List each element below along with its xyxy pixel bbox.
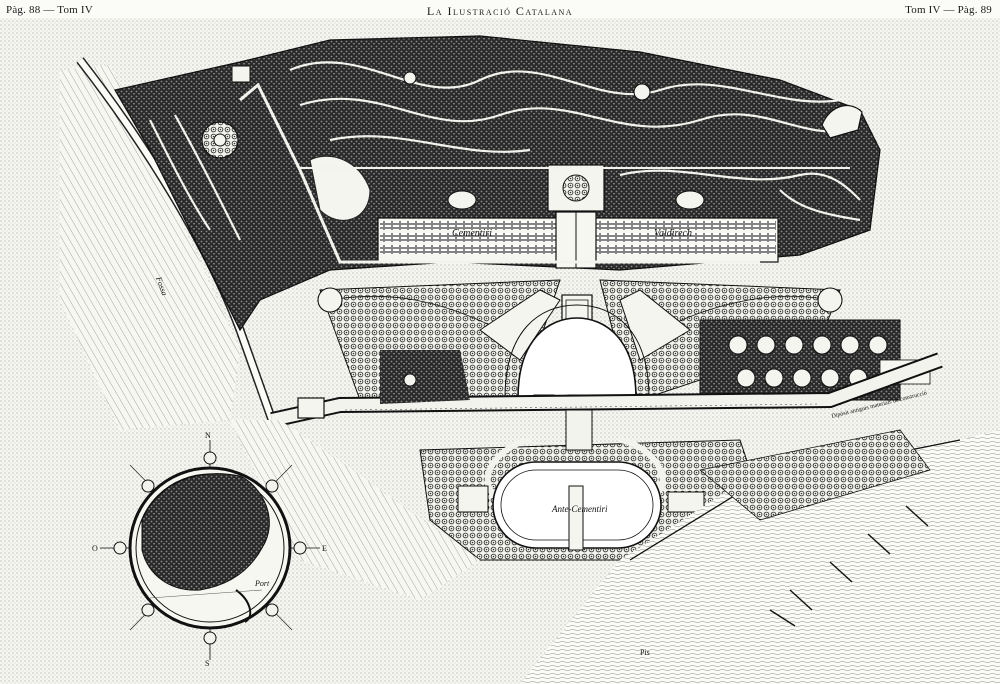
pavilion-top-right [821,104,863,139]
piers [769,505,929,627]
inset-port-label: Port [254,579,270,588]
garden-paths [149,61,861,241]
inset-location-map [100,440,320,660]
compass-west: O [92,544,98,553]
inset-city [141,473,270,591]
right-building [667,491,705,513]
chapel-left [231,65,251,83]
label-ante-cementiri: Ante-Cementiri [551,504,608,514]
left-fields [60,65,240,430]
compass-east: E [322,544,327,553]
journal-title: La Ilustració Catalana [426,4,574,18]
label-cementiri: Cementiri [452,228,492,239]
right-circular-plots [699,319,931,401]
gatehouse [297,397,325,419]
label-valdirech: Valdirech [654,228,692,239]
sea-area [520,430,1000,684]
long-galleries [377,211,779,269]
bottom-note: Pis [640,648,650,657]
compass-south: S [205,659,209,668]
hemicycle [517,317,637,399]
page-header-left: Pàg. 88 — Tom IV [6,4,93,16]
page-header-right: Tom IV — Pàg. 89 [905,4,992,16]
left-building [457,485,489,513]
compass-north: N [205,431,211,440]
